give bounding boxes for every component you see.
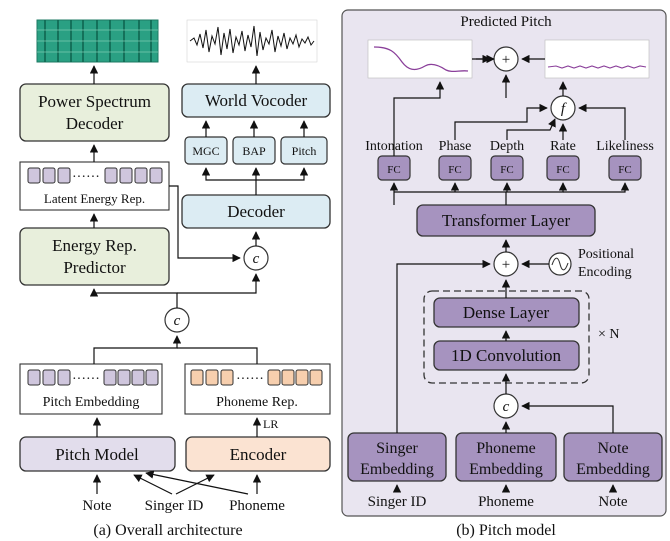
phoneme-embedding-label-2: Embedding	[469, 461, 543, 478]
fc-box-depth	[490, 155, 524, 181]
transformer-layer-label: Transformer Layer	[442, 211, 571, 230]
singer-embedding-label-2: Embedding	[360, 461, 434, 478]
concat-symbol-main: c	[174, 313, 181, 329]
note-embedding-label-2: Embedding	[576, 461, 650, 478]
sine-wave-icon	[551, 257, 569, 271]
input-phoneme-label-b: Phoneme	[478, 494, 534, 510]
caption-a: (a) Overall architecture	[93, 522, 242, 539]
fc-label-intonation: FC	[387, 164, 400, 176]
latent-energy-vector: ······	[27, 167, 163, 185]
fc-box-likeliness	[608, 155, 642, 181]
world-vocoder-label: World Vocoder	[205, 91, 308, 110]
waveform-image	[186, 19, 318, 63]
pitch-embedding-vector: ······	[27, 369, 159, 387]
note-embedding-label-1: Note	[597, 440, 628, 457]
dense-layer-label: Dense Layer	[463, 303, 550, 322]
singer-embedding-label-1: Singer	[376, 440, 418, 457]
energy-rep-predictor-label-2: Predictor	[63, 258, 126, 277]
head-label-rate: Rate	[550, 139, 576, 154]
panel-b: Predicted Pitch + f Intonation Phase Dep…	[341, 9, 667, 539]
latent-energy-rep-label: Latent Energy Rep.	[44, 191, 145, 206]
svg-text:······: ······	[72, 170, 100, 185]
input-note-label-b: Note	[598, 494, 628, 510]
panel-a-arrows	[89, 65, 309, 495]
sum-symbol-output: +	[502, 52, 510, 68]
spectrogram-image	[36, 19, 159, 63]
bap-label: BAP	[242, 144, 266, 158]
vibrato-function-symbol: f	[561, 101, 567, 117]
encoder-label: Encoder	[230, 445, 287, 464]
sum-symbol-positional: +	[502, 257, 510, 273]
head-label-likeliness: Likeliness	[596, 139, 654, 154]
positional-encoding-label-2: Encoding	[578, 265, 632, 280]
fc-label-depth: FC	[500, 164, 513, 176]
pitch-curve-image-left	[367, 39, 473, 79]
concat-symbol-embeddings: c	[503, 399, 510, 415]
panel-a: Power Spectrum Decoder World Vocoder MGC…	[19, 19, 331, 539]
fc-box-phase	[438, 155, 472, 181]
fc-label-likeliness: FC	[618, 164, 631, 176]
caption-b: (b) Pitch model	[456, 522, 556, 539]
head-label-phase: Phase	[439, 139, 472, 154]
predicted-pitch-label: Predicted Pitch	[460, 14, 552, 30]
power-spectrum-decoder-label-1: Power Spectrum	[38, 92, 151, 111]
phoneme-rep-label: Phoneme Rep.	[216, 395, 298, 410]
mgc-label: MGC	[192, 144, 219, 158]
head-label-depth: Depth	[490, 139, 524, 154]
pitch-feature-label: Pitch	[292, 144, 317, 158]
input-singer-id-label-b: Singer ID	[368, 494, 427, 510]
phoneme-embedding-label-1: Phoneme	[476, 440, 536, 457]
input-phoneme-label: Phoneme	[229, 498, 285, 514]
input-note-label: Note	[82, 498, 112, 514]
fc-label-rate: FC	[556, 164, 569, 176]
concat-symbol-decoder: c	[253, 251, 260, 267]
panel-b-arrows	[389, 54, 630, 493]
encoder-box	[185, 436, 331, 472]
energy-rep-predictor-label-1: Energy Rep.	[52, 236, 137, 255]
decoder-label: Decoder	[227, 202, 285, 221]
positional-encoding-label-1: Positional	[578, 247, 634, 262]
fc-box-rate	[546, 155, 580, 181]
conv-layer-label: 1D Convolution	[451, 346, 562, 365]
fc-label-phase: FC	[448, 164, 461, 176]
phoneme-rep-vector: ······	[190, 369, 323, 387]
length-regulator-label: LR	[263, 417, 278, 431]
pitch-curve-image-right	[544, 39, 650, 79]
pitch-model-label: Pitch Model	[55, 445, 139, 464]
input-singer-id-label: Singer ID	[145, 498, 204, 514]
power-spectrum-decoder-label-2: Decoder	[66, 114, 124, 133]
svg-text:······: ······	[236, 372, 264, 387]
repeat-count-label: × N	[598, 327, 620, 342]
svg-text:······: ······	[72, 372, 100, 387]
pitch-embedding-label: Pitch Embedding	[43, 395, 140, 410]
